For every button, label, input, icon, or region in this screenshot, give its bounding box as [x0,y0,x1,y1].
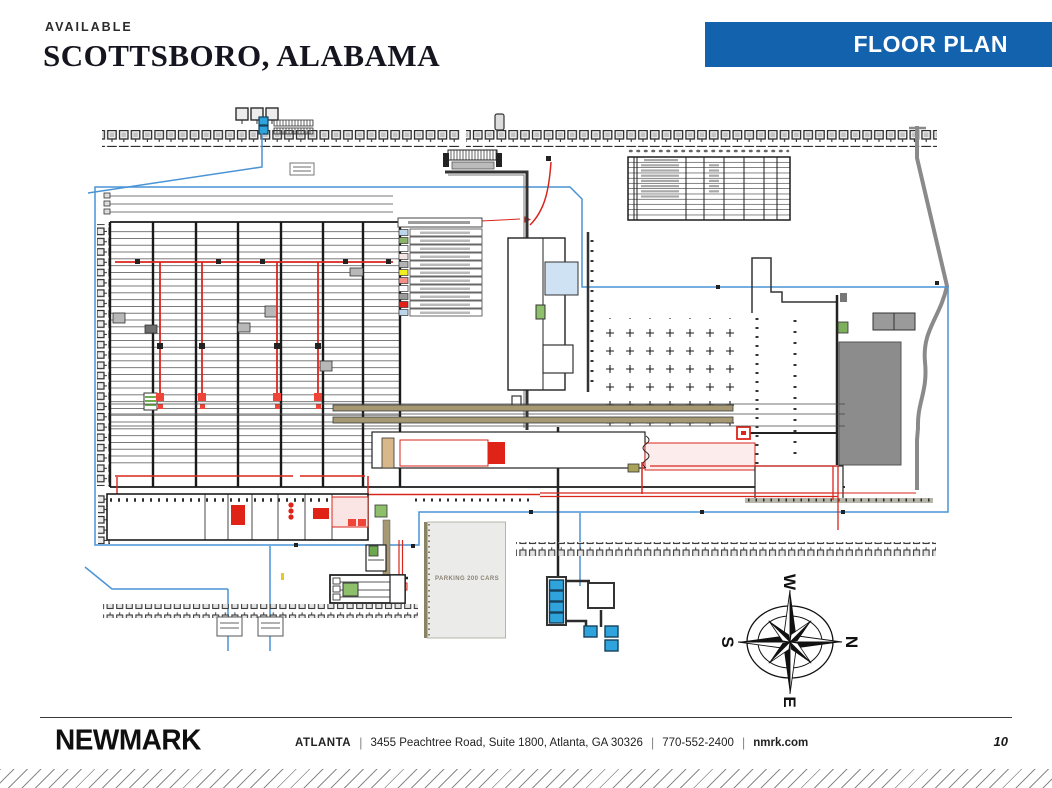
footer-contact: ATLANTA | 3455 Peachtree Road, Suite 180… [295,735,808,750]
compass-rose: N E S W [718,574,861,708]
office-address: 3455 Peachtree Road, Suite 1800, Atlanta… [370,736,643,749]
office-wing [106,493,530,541]
separator: | [650,735,655,750]
compass-north-label: N [842,636,861,648]
south-building-strip [371,431,933,518]
note-boxes [216,616,284,637]
compass-east-label: E [780,696,799,707]
footer-hatch-strip [0,769,1052,788]
parking-stall-rows [103,542,936,618]
newmark-logo: NEWMARK [55,723,201,756]
office-name: ATLANTA [295,736,352,749]
unit-data-table [627,149,791,221]
green-striped-box [143,392,158,411]
separator: | [359,735,363,750]
property-boundary [84,133,949,651]
page-number: 10 [993,734,1008,749]
section-banner: FLOOR PLAN [705,22,1052,67]
compass-south-label: S [718,636,737,647]
plan-legend [397,217,483,317]
utility-symbols-top [235,107,315,176]
road-line [915,126,950,490]
dock-door-row-top [102,113,937,147]
pump-cluster [546,576,619,652]
parking-label: PARKING 200 CARS [435,576,499,582]
rail-spur-band [110,403,845,436]
separator: | [741,735,746,750]
footer-divider [40,717,1012,718]
section-banner-label: FLOOR PLAN [853,31,1008,57]
parking-area: PARKING 200 CARS [424,521,506,639]
office-core [507,237,579,409]
red-main-lines [115,462,916,578]
red-line-nodes [135,156,551,409]
website-link[interactable]: nmrk.com [753,736,809,749]
compass-west-label: W [780,574,799,591]
office-phone: 770-552-2400 [662,736,734,749]
availability-label: AVAILABLE [45,20,133,34]
out-buildings [281,519,406,604]
page-title: SCOTTSBORO, ALABAMA [43,38,441,73]
